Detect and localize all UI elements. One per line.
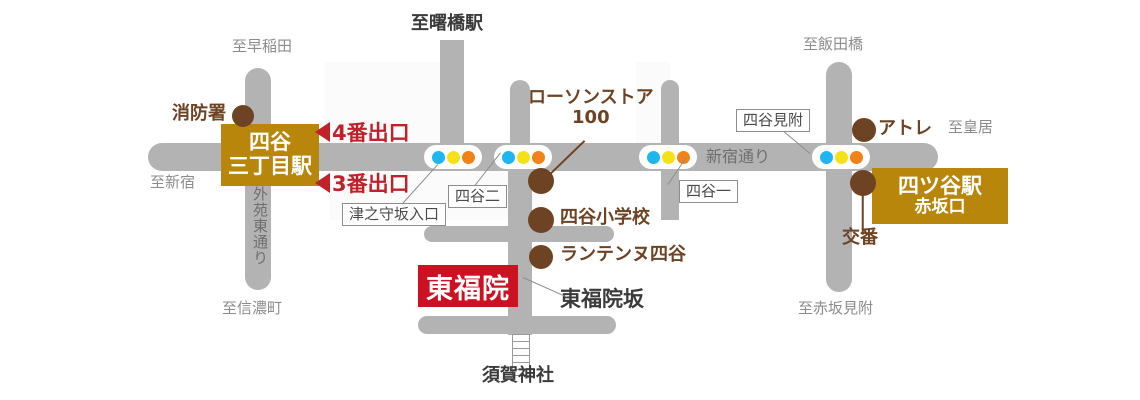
station-box-yotsuya-sanchome[interactable]: 四谷 三丁目駅 xyxy=(221,124,319,186)
road-label-shinjuku-dori: 新宿通り xyxy=(706,147,771,166)
direction-label-akasaka-mitsuke: 至赤坂見附 xyxy=(798,299,874,317)
poi-dot-yotsuya-elementary-school[interactable] xyxy=(528,207,554,233)
road-to-iidabashi xyxy=(826,62,852,158)
signal-light-orange xyxy=(461,150,475,164)
road-to-akebonobashi xyxy=(440,40,464,158)
exit-3-marker[interactable]: 3番出口 xyxy=(315,168,410,198)
road-to-akasaka-mitsuke xyxy=(826,152,852,292)
signal-yotsuya-mitsuke[interactable] xyxy=(812,145,870,169)
exit-4-marker[interactable]: 4番出口 xyxy=(315,117,410,147)
direction-label-kokyo: 至皇居 xyxy=(948,118,994,136)
signal-light-blue xyxy=(501,150,515,164)
station-box-line1: 四谷 xyxy=(249,130,291,155)
station-box-yotsuya-akasakaguchi[interactable]: 四ツ谷駅 赤坂口 xyxy=(872,168,1008,224)
poi-label-yotsuya-elementary-school: 四谷小学校 xyxy=(560,207,650,228)
signal-light-orange xyxy=(849,150,863,164)
signal-yotsuya-ni[interactable] xyxy=(494,145,552,169)
stairs-icon xyxy=(512,334,530,376)
poi-label-line1: ローソンストア xyxy=(528,87,654,108)
direction-label-shinanomachi: 至信濃町 xyxy=(222,299,283,317)
signal-tsunokamizaka-iriguchi[interactable] xyxy=(424,145,482,169)
left-triangle-icon xyxy=(315,122,330,142)
road-label-gaien-higashi-dori: 外苑東通り xyxy=(251,186,269,266)
intersection-label-yotsuya-mitsuke: 四谷見附 xyxy=(736,109,811,133)
direction-label-shinjuku: 至新宿 xyxy=(150,173,196,191)
road-stub-north-yotsuya-ni xyxy=(510,80,530,158)
poi-dot-atre[interactable] xyxy=(852,118,876,142)
signal-light-yellow xyxy=(661,150,675,164)
shrine-label-sugajinja: 須賀神社 xyxy=(482,365,554,386)
signal-light-orange xyxy=(676,150,690,164)
road-label-tofukuin-zaka: 東福院坂 xyxy=(560,287,644,311)
poi-label-koban: 交番 xyxy=(842,227,878,248)
signal-light-orange xyxy=(531,150,545,164)
signal-light-blue xyxy=(646,150,660,164)
poi-label-line2: 100 xyxy=(572,107,610,129)
poi-label-lanterne-yotsuya: ランテンヌ四谷 xyxy=(560,244,686,265)
signal-yotsuya-ichi[interactable] xyxy=(639,145,697,169)
poi-dot-lanterne-yotsuya[interactable] xyxy=(529,245,553,269)
exit-4-label: 4番出口 xyxy=(332,121,410,145)
exit-3-label: 3番出口 xyxy=(332,172,410,196)
temple-box-tofukuin[interactable]: 東福院 xyxy=(418,265,518,307)
poi-label-atre: アトレ xyxy=(878,118,932,139)
direction-label-akebonobashi-station: 至曙橋駅 xyxy=(411,13,483,34)
signal-light-blue xyxy=(819,150,833,164)
intersection-label-tsunokamizaka-iriguchi: 津之守坂入口 xyxy=(342,203,447,227)
poi-label-lawson-store-100: ローソンストア 100 xyxy=(528,87,654,129)
poi-label-fire-station: 消防署 xyxy=(172,103,226,124)
signal-light-yellow xyxy=(516,150,530,164)
station-box-line2: 三丁目駅 xyxy=(228,154,312,178)
background-tint-a xyxy=(325,62,445,154)
station-box-line2: 赤坂口 xyxy=(914,197,966,218)
left-triangle-icon xyxy=(315,173,330,193)
direction-label-waseda: 至早稲田 xyxy=(232,37,293,55)
road-cross-street-mid xyxy=(424,226,614,242)
poi-dot-koban[interactable] xyxy=(850,170,876,196)
direction-label-iidabashi: 至飯田橋 xyxy=(803,35,864,53)
road-cross-street-lower xyxy=(418,316,616,334)
poi-dot-fire-station[interactable] xyxy=(232,105,254,127)
intersection-label-yotsuya-ni: 四谷二 xyxy=(448,185,508,209)
intersection-label-yotsuya-ichi: 四谷一 xyxy=(679,180,739,204)
station-box-line1: 四ツ谷駅 xyxy=(898,173,982,198)
signal-light-yellow xyxy=(446,150,460,164)
signal-light-yellow xyxy=(834,150,848,164)
road-stub-north-yotsuya-ichi xyxy=(661,80,679,158)
signal-light-blue xyxy=(431,150,445,164)
temple-box-label: 東福院 xyxy=(426,273,510,305)
